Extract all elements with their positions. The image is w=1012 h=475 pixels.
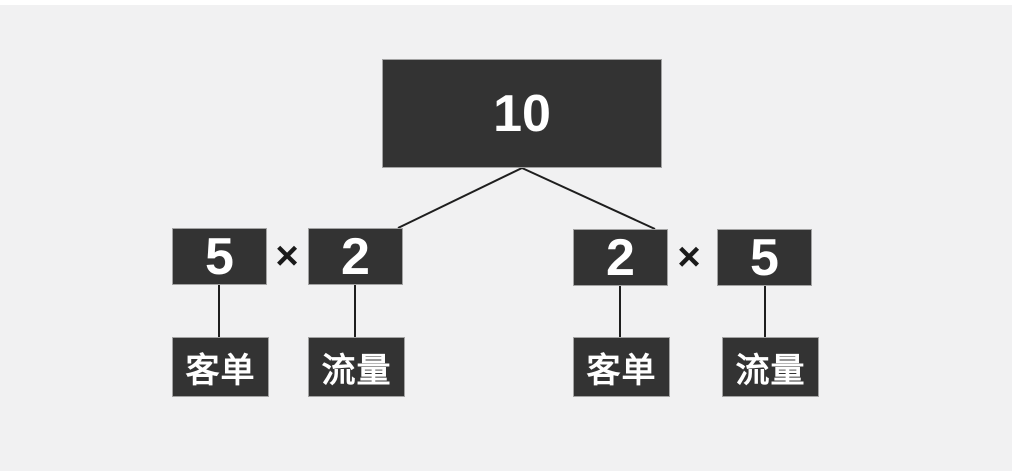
label-node-right-customer-price: 客单 <box>573 337 670 397</box>
factor-value: 2 <box>606 228 635 287</box>
factor-value: 5 <box>750 228 779 287</box>
factor-node-right-2: 5 <box>717 228 812 287</box>
multiply-operator-left: × <box>275 234 299 278</box>
factor-value: 5 <box>205 227 234 286</box>
multiply-operator-right: × <box>677 235 701 279</box>
label-node-right-traffic: 流量 <box>722 337 819 397</box>
factor-node-left-2: 2 <box>308 227 403 286</box>
label-text: 客单 <box>586 351 657 390</box>
label-node-left-customer-price: 客单 <box>172 337 269 397</box>
label-text: 客单 <box>185 351 256 390</box>
label-node-left-traffic: 流量 <box>308 337 405 397</box>
factor-value: 2 <box>341 227 370 286</box>
root-total-value: 10 <box>493 84 551 143</box>
label-text: 流量 <box>735 351 806 390</box>
root-total-node: 10 <box>382 59 662 168</box>
label-text: 流量 <box>321 351 392 390</box>
factor-node-right-1: 2 <box>573 228 668 287</box>
factor-node-left-1: 5 <box>172 227 267 286</box>
